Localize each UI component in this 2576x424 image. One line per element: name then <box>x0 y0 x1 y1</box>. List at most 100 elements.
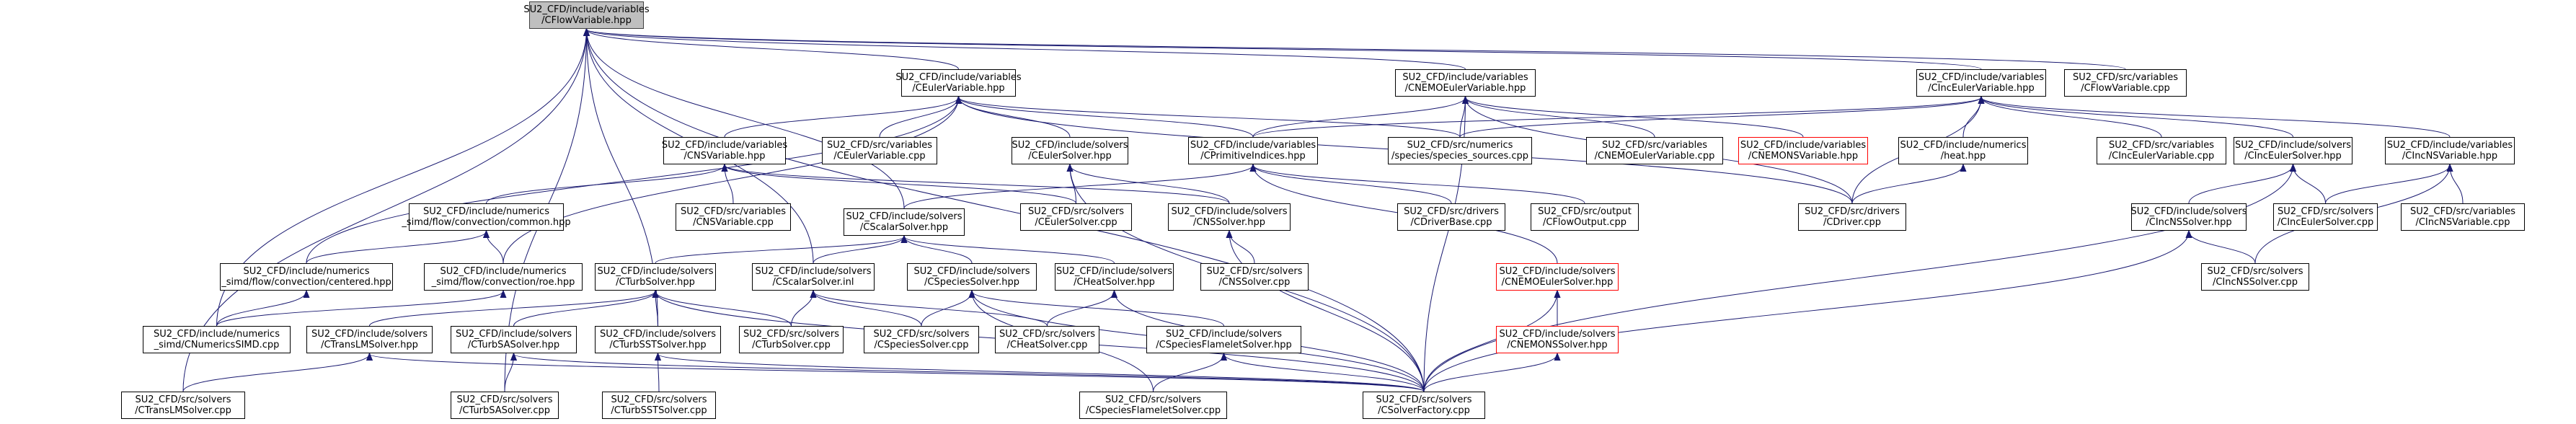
edge-driver_base-to-prim_indices <box>1253 165 1452 204</box>
node-cspeciessolver-cpp[interactable]: SU2_CFD/src/solvers/CSpeciesSolver.cpp <box>864 326 979 353</box>
node-line: SU2_CFD/include/variables <box>1402 72 1528 83</box>
node-line: SU2_CFD/src/solvers <box>1105 394 1201 405</box>
node-cnsvariable-cpp[interactable]: SU2_CFD/src/variables/CNSVariable.cpp <box>676 203 791 231</box>
node-line: SU2_CFD/src/solvers <box>1376 394 1472 405</box>
node-cnemonsvariable-hpp[interactable]: SU2_CFD/include/variables/CNEMONSVariabl… <box>1738 137 1868 164</box>
node-line: /CFlowVariable.hpp <box>541 15 632 26</box>
node-cflowoutput-cpp[interactable]: SU2_CFD/src/output/CFlowOutput.cpp <box>1531 203 1639 231</box>
edge-ns_var_cpp-to-ns_var <box>725 165 734 204</box>
node-line: /CNSVariable.hpp <box>683 151 766 162</box>
edge-trans_lm_solver_cpp-to-trans_lm_solver <box>182 354 370 392</box>
node-line: _simd/flow/convection/centered.hpp <box>221 277 391 288</box>
edge-trans_lm_solver_cpp-to-root <box>182 30 587 392</box>
edge-scalar_solver_inl-to-scalar_solver <box>813 237 904 264</box>
node-ctranslmsolver-cpp[interactable]: SU2_CFD/src/solvers/CTransLMSolver.cpp <box>121 392 245 419</box>
node-cincnssolver-hpp[interactable]: SU2_CFD/include/solvers/CIncNSSolver.hpp <box>2130 203 2247 231</box>
edge-centered_hpp-to-common_hpp <box>306 231 487 264</box>
node-cnemoeulervariable-hpp[interactable]: SU2_CFD/include/variables/CNEMOEulerVari… <box>1395 69 1536 97</box>
node-cturbsolver-hpp[interactable]: SU2_CFD/include/solvers/CTurbSolver.hpp <box>595 263 716 291</box>
node-line: SU2_CFD/src/solvers <box>611 394 707 405</box>
node-line: /CSpeciesSolver.hpp <box>924 277 1020 288</box>
node-cspeciessolver-hpp[interactable]: SU2_CFD/include/solvers/CSpeciesSolver.h… <box>907 263 1037 291</box>
edge-ns_solver-to-ns_var <box>725 165 1230 204</box>
edge-trans_lm_solver-to-turb_solver <box>369 291 656 327</box>
node-cdriverbase-cpp[interactable]: SU2_CFD/src/drivers/CDriverBase.cpp <box>1397 203 1505 231</box>
node-cnumericssimd-cpp[interactable]: SU2_CFD/include/numerics_simd/CNumericsS… <box>143 326 291 353</box>
node-cnsvariable-hpp[interactable]: SU2_CFD/include/variables/CNSVariable.hp… <box>662 137 787 164</box>
node-cturbsstsolver-hpp[interactable]: SU2_CFD/include/solvers/CTurbSSTSolver.h… <box>595 326 721 353</box>
node-line: SU2_CFD/src/solvers <box>999 329 1095 340</box>
node-line: /CNEMOEulerVariable.cpp <box>1594 151 1715 162</box>
edge-euler_solver_cpp-to-ns_var <box>725 165 1076 204</box>
node-ceulervariable-hpp[interactable]: SU2_CFD/include/variables/CEulerVariable… <box>895 69 1022 97</box>
node-cincnsvariable-hpp[interactable]: SU2_CFD/include/variables/CIncNSVariable… <box>2385 137 2515 164</box>
node-line: /CDriverBase.cpp <box>1410 217 1492 228</box>
node-cturbsstsolver-cpp[interactable]: SU2_CFD/src/solvers/CTurbSSTSolver.cpp <box>602 392 716 419</box>
edge-inc_euler_solver_cpp-to-inc_ns_var <box>2325 165 2451 204</box>
node-cnssolver-hpp[interactable]: SU2_CFD/include/solvers/CNSSolver.hpp <box>1168 203 1291 231</box>
node-cinceulersolver-hpp[interactable]: SU2_CFD/include/solvers/CIncEulerSolver.… <box>2234 137 2353 164</box>
node-cspeciesflameletsolver-hpp[interactable]: SU2_CFD/include/solvers/CSpeciesFlamelet… <box>1146 326 1301 353</box>
node-cinceulervariable-cpp[interactable]: SU2_CFD/src/variables/CIncEulerVariable.… <box>2097 137 2226 164</box>
node-cspeciesflameletsolver-cpp[interactable]: SU2_CFD/src/solvers/CSpeciesFlameletSolv… <box>1079 392 1227 419</box>
node-roe-hpp[interactable]: SU2_CFD/include/numerics_simd/flow/conve… <box>424 263 583 291</box>
node-line: SU2_CFD/include/numerics <box>440 266 567 277</box>
node-line: SU2_CFD/include/solvers <box>1055 266 1173 277</box>
edge-species_solver_cpp-to-scalar_solver_inl <box>813 291 922 327</box>
node-line: /CSpeciesFlameletSolver.hpp <box>1156 340 1292 350</box>
node-csolverfactory-cpp[interactable]: SU2_CFD/src/solvers/CSolverFactory.cpp <box>1363 392 1485 419</box>
node-cnssolver-cpp[interactable]: SU2_CFD/src/solvers/CNSSolver.cpp <box>1200 263 1309 291</box>
node-line: /CIncEulerVariable.cpp <box>2108 151 2215 162</box>
node-line: /CNSSolver.cpp <box>1218 277 1291 288</box>
node-cscalarsolver-inl[interactable]: SU2_CFD/include/solvers/CScalarSolver.in… <box>752 263 875 291</box>
node-ceulervariable-cpp[interactable]: SU2_CFD/src/variables/CEulerVariable.cpp <box>822 137 937 164</box>
node-line: /CScalarSolver.hpp <box>859 222 949 233</box>
node-centered-hpp[interactable]: SU2_CFD/include/numerics_simd/flow/conve… <box>220 263 393 291</box>
edge-solver_factory-to-trans_lm_solver <box>370 354 1425 392</box>
node-line: /CTransLMSolver.cpp <box>135 405 231 416</box>
node-cturbsasolver-hpp[interactable]: SU2_CFD/include/solvers/CTurbSASolver.hp… <box>451 326 577 353</box>
edge-roe_hpp-to-euler_var <box>503 97 959 264</box>
node-line: /CTurbSSTSolver.cpp <box>611 405 707 416</box>
node-cheatsolver-cpp[interactable]: SU2_CFD/src/solvers/CHeatSolver.cpp <box>995 326 1099 353</box>
node-line: SU2_CFD/src/variables <box>2072 72 2179 83</box>
node-heat-hpp[interactable]: SU2_CFD/include/numerics/heat.hpp <box>1898 137 2028 164</box>
node-cnemonssolver-hpp[interactable]: SU2_CFD/include/solvers/CNEMONSSolver.hp… <box>1496 326 1619 353</box>
node-cscalarsolver-hpp[interactable]: SU2_CFD/include/solvers/CScalarSolver.hp… <box>844 208 965 236</box>
edge-species_sources-to-inc_euler_var <box>1459 97 1981 138</box>
node-line: /CNEMONSVariable.hpp <box>1748 151 1859 162</box>
node-cnemoeulersolver-hpp[interactable]: SU2_CFD/include/solvers/CNEMOEulerSolver… <box>1496 263 1619 291</box>
node-cheatsolver-hpp[interactable]: SU2_CFD/include/solvers/CHeatSolver.hpp <box>1055 263 1174 291</box>
node-line: /CHeatSolver.cpp <box>1006 340 1088 350</box>
node-common-hpp[interactable]: SU2_CFD/include/numerics_simd/flow/conve… <box>402 203 571 231</box>
node-line: /CIncEulerSolver.hpp <box>2244 151 2342 162</box>
node-cnemoeulervariable-cpp[interactable]: SU2_CFD/src/variables/CNEMOEulerVariable… <box>1586 137 1723 164</box>
node-ceulersolver-cpp[interactable]: SU2_CFD/src/solvers/CEulerSolver.cpp <box>1020 203 1132 231</box>
node-cdriver-cpp[interactable]: SU2_CFD/src/drivers/CDriver.cpp <box>1798 203 1906 231</box>
node-cincnsvariable-cpp[interactable]: SU2_CFD/src/variables/CIncNSVariable.cpp <box>2401 203 2525 231</box>
node-line: SU2_CFD/include/solvers <box>599 329 717 340</box>
node-line: /CIncNSSolver.cpp <box>2212 277 2298 288</box>
node-cflowvariable-cpp[interactable]: SU2_CFD/src/variables/CFlowVariable.cpp <box>2064 69 2187 97</box>
node-line: SU2_CFD/include/solvers <box>1165 329 1283 340</box>
edge-numerics_simd-to-roe_hpp <box>216 291 504 327</box>
edge-species_sources-to-euler_var <box>959 97 1461 138</box>
node-line: /heat.hpp <box>1940 151 1986 162</box>
node-cincnssolver-cpp[interactable]: SU2_CFD/src/solvers/CIncNSSolver.cpp <box>2201 263 2309 291</box>
node-cturbsasolver-cpp[interactable]: SU2_CFD/src/solvers/CTurbSASolver.cpp <box>451 392 559 419</box>
node-cturbsolver-cpp[interactable]: SU2_CFD/src/solvers/CTurbSolver.cpp <box>739 326 844 353</box>
node-line: /CTransLMSolver.hpp <box>321 340 418 350</box>
node-line: SU2_CFD/include/solvers <box>597 266 714 277</box>
node-line: /CNEMOEulerSolver.hpp <box>1501 277 1614 288</box>
node-cinceulervariable-hpp[interactable]: SU2_CFD/include/variables/CIncEulerVaria… <box>1916 69 2046 97</box>
node-cinceulersolver-cpp[interactable]: SU2_CFD/src/solvers/CIncEulerSolver.cpp <box>2273 203 2378 231</box>
node-species-sources-cpp[interactable]: SU2_CFD/src/numerics/species/species_sou… <box>1388 137 1532 164</box>
node-line: SU2_CFD/include/solvers <box>755 266 872 277</box>
node-line: /CIncNSVariable.hpp <box>2402 151 2498 162</box>
node-line: SU2_CFD/src/variables <box>826 140 933 151</box>
node-line: SU2_CFD/src/solvers <box>456 394 553 405</box>
node-cprimitiveindices-hpp[interactable]: SU2_CFD/include/variables/CPrimitiveIndi… <box>1188 137 1318 164</box>
node-ceulersolver-hpp[interactable]: SU2_CFD/include/solvers/CEulerSolver.hpp <box>1012 137 1128 164</box>
node-ctranslmsolver-hpp[interactable]: SU2_CFD/include/solvers/CTransLMSolver.h… <box>306 326 433 353</box>
edge-centered_hpp-to-euler_var <box>306 97 959 264</box>
